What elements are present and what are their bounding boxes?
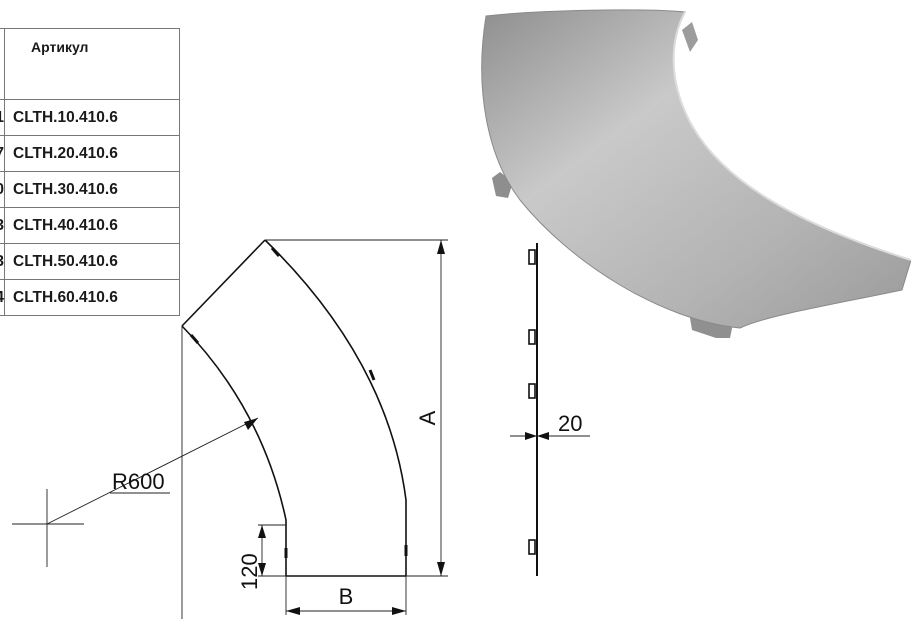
plan-outline-inner-arc xyxy=(181,325,287,576)
arrow-a-bottom xyxy=(437,562,445,576)
width-label: B xyxy=(339,584,354,609)
plan-view xyxy=(181,239,407,577)
row-cell-article: CLTH.10.410.6 xyxy=(4,99,180,136)
side-view-tab xyxy=(528,249,536,265)
plan-tabs xyxy=(189,247,408,558)
row-cell-article: CLTH.30.410.6 xyxy=(4,171,180,208)
side-view-thickness-arrow xyxy=(537,432,549,440)
thickness-label: 20 xyxy=(558,411,582,436)
tab-mark xyxy=(189,334,200,344)
arrow-a-top xyxy=(437,240,445,254)
cover-3d-tab xyxy=(682,22,698,52)
article-table: Артикул 1 CLTH.10.410.6 7 CLTH.20.410.6 … xyxy=(0,28,180,316)
arrowheads xyxy=(244,240,445,615)
row-cell-article: CLTH.60.410.6 xyxy=(4,279,180,316)
plan-outline-end-edge xyxy=(181,239,266,327)
side-view-thickness-arrow xyxy=(525,432,537,440)
cover-3d-edge-highlight xyxy=(672,11,911,261)
table-row: 0 CLTH.30.410.6 xyxy=(0,171,180,208)
dimension-lines xyxy=(12,239,448,619)
offset-label: 120 xyxy=(237,553,262,590)
table-row: 3 CLTH.50.410.6 xyxy=(0,243,180,280)
side-view-tab xyxy=(528,383,536,399)
tab-mark xyxy=(270,247,281,257)
side-view-tab xyxy=(528,329,536,345)
plan-outline-outer-arc xyxy=(264,239,407,576)
tab-mark xyxy=(368,369,376,381)
row-cell-article: CLTH.40.410.6 xyxy=(4,207,180,244)
arrow-b-right xyxy=(392,607,406,615)
side-view xyxy=(510,243,590,576)
arrow-120-bottom xyxy=(258,563,266,576)
cover-3d-surface xyxy=(481,9,911,329)
dimension-line-r600 xyxy=(46,417,259,525)
arrow-r600 xyxy=(244,418,258,430)
row-cell-article: CLTH.50.410.6 xyxy=(4,243,180,280)
radius-label: R600 xyxy=(112,469,165,494)
table-row: 3 CLTH.40.410.6 xyxy=(0,207,180,244)
table-row: 4 CLTH.60.410.6 xyxy=(0,279,180,316)
cover-3d-render xyxy=(481,9,911,338)
side-view-tab xyxy=(528,539,536,555)
table-header-row: Артикул xyxy=(0,28,180,100)
table-row: 1 CLTH.10.410.6 xyxy=(0,99,180,136)
height-label: A xyxy=(415,410,440,425)
arrow-b-left xyxy=(286,607,300,615)
arrow-120-top xyxy=(258,525,266,538)
